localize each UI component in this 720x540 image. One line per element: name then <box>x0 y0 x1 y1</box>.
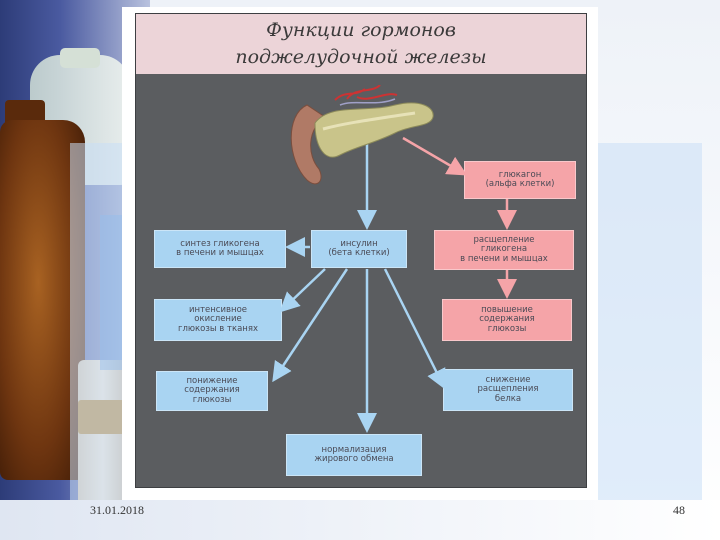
glycogen-synthesis-box: синтез гликогена в печени и мышцах <box>154 230 286 268</box>
glass-bottle-neck <box>60 48 100 68</box>
glycogen-breakdown-box: расщепление гликогена в печени и мышцах <box>434 230 574 270</box>
slide-footer-strip <box>0 500 720 540</box>
glucagon-box: глюкагон (альфа клетки) <box>464 161 576 199</box>
slide-date: 31.01.2018 <box>90 503 144 517</box>
diagram-title-line-1: Функции гормонов <box>266 19 456 41</box>
insulin-box: инсулин (бета клетки) <box>311 230 407 268</box>
diagram-title: Функции гормонов поджелудочной железы <box>136 14 586 74</box>
diagram-title-line-2: поджелудочной железы <box>235 46 487 68</box>
protein-breakdown-decrease-box: снижение расщепления белка <box>443 369 573 411</box>
pancreas-hormones-diagram: Функции гормонов поджелудочной железы гл… <box>135 13 587 488</box>
fat-normalization-box: нормализация жирового обмена <box>286 434 422 476</box>
glucose-decrease-box: понижение содержания глюкозы <box>156 371 268 411</box>
slide-page-number: 48 <box>673 503 685 517</box>
pancreas-illustration <box>290 85 434 185</box>
glucose-oxidation-box: интенсивное окисление глюкозы в тканях <box>154 299 282 341</box>
glucose-increase-box: повышение содержания глюкозы <box>442 299 572 341</box>
